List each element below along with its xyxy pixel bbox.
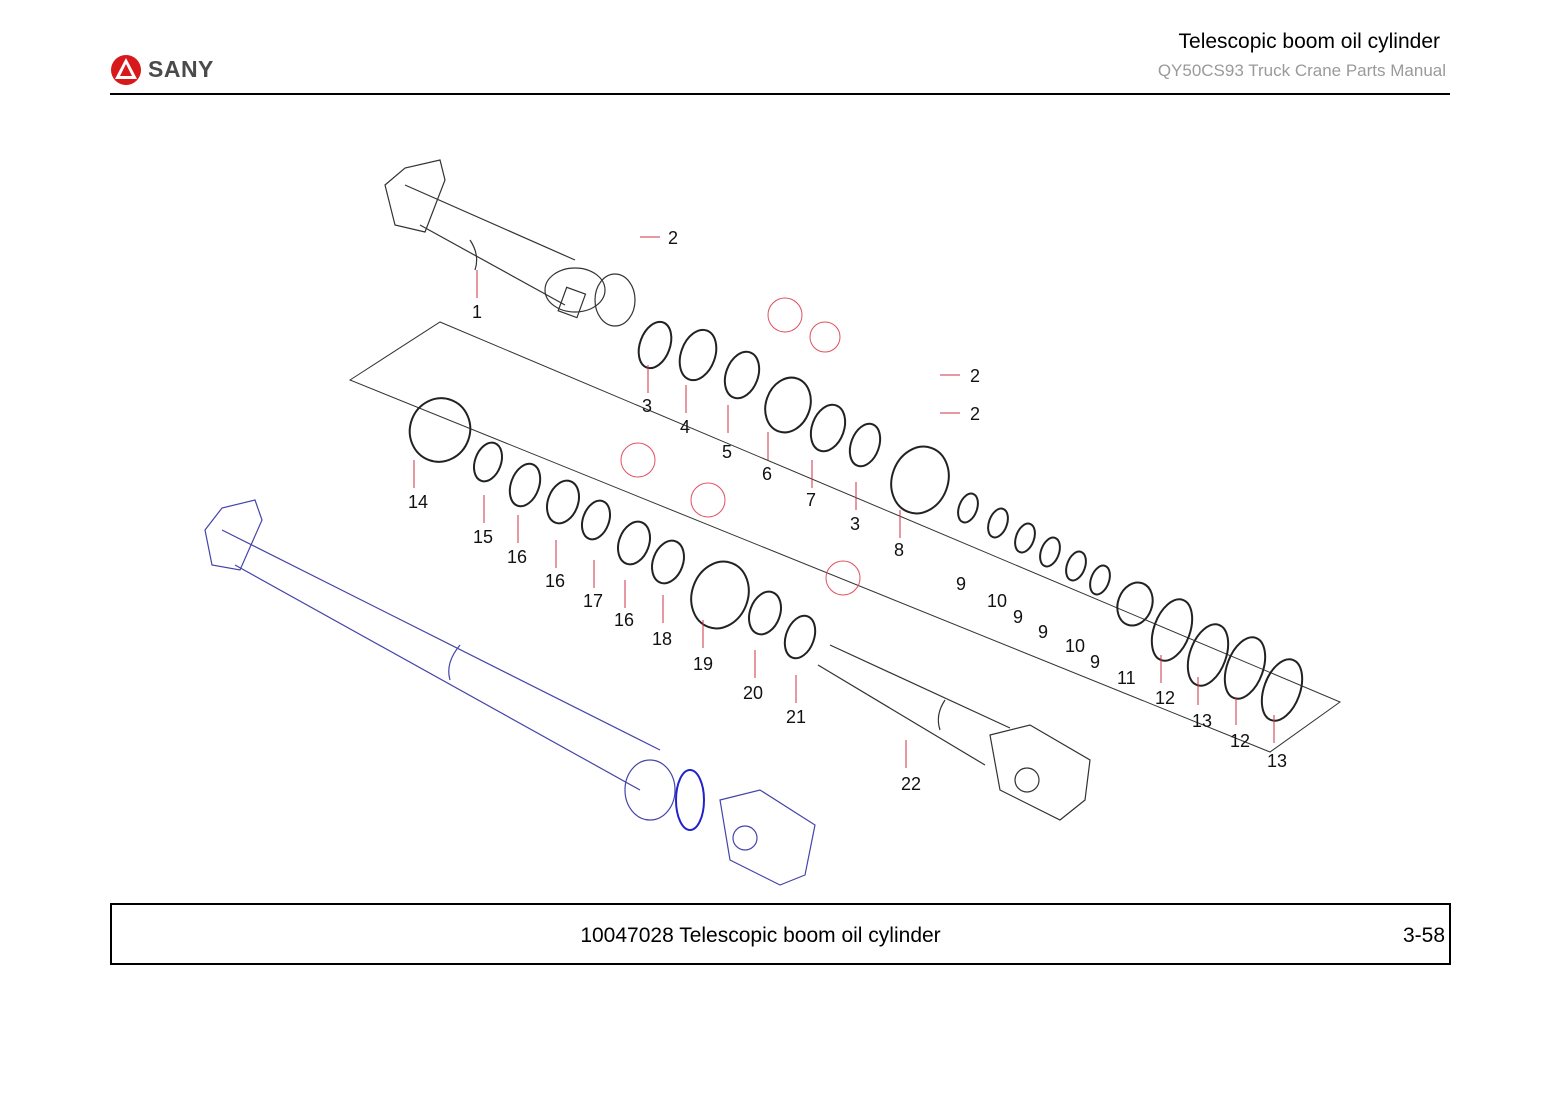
callout-13b: 13 — [1267, 751, 1287, 771]
callout-12a: 12 — [1155, 688, 1175, 708]
callout-12b: 12 — [1230, 731, 1250, 751]
callout-1: 1 — [472, 302, 482, 322]
page-subtitle: QY50CS93 Truck Crane Parts Manual — [1157, 61, 1446, 80]
callout-8: 8 — [894, 540, 904, 560]
page-number: 3-58 — [1402, 924, 1445, 947]
cylinder-barrel — [384, 159, 636, 327]
callout-16c: 16 — [614, 610, 634, 630]
callout-3a: 3 — [642, 396, 652, 416]
callout-2b: 2 — [970, 366, 980, 386]
callout-9a: 9 — [956, 574, 966, 594]
callout-4: 4 — [680, 417, 690, 437]
callout-10b: 10 — [1065, 636, 1085, 656]
callout-9b: 9 — [1013, 607, 1023, 627]
callout-2a: 2 — [668, 228, 678, 248]
callout-13a: 13 — [1192, 711, 1212, 731]
callout-9c: 9 — [1038, 622, 1048, 642]
piston-rod — [817, 644, 1091, 821]
part-callouts: 1 2 2 2 3 4 5 6 7 3 8 9 10 9 9 10 9 11 1… — [408, 228, 1287, 794]
callout-9d: 9 — [1090, 652, 1100, 672]
callout-22: 22 — [901, 774, 921, 794]
callout-11: 11 — [1117, 668, 1136, 688]
rings-upper — [637, 320, 1304, 722]
callout-10a: 10 — [987, 591, 1007, 611]
footer-caption: 10047028 Telescopic boom oil cylinder — [580, 924, 941, 947]
sany-logo — [111, 55, 141, 85]
page-title: Telescopic boom oil cylinder — [1178, 30, 1440, 53]
brand-name: SANY — [148, 56, 214, 82]
footer-caption-box: 10047028 Telescopic boom oil cylinder 3-… — [110, 903, 1451, 965]
callout-leaders — [413, 236, 1275, 768]
callout-21: 21 — [786, 707, 806, 727]
callout-16b: 16 — [545, 571, 565, 591]
callout-7: 7 — [806, 490, 816, 510]
assembled-cylinder — [204, 499, 816, 886]
seal-details — [620, 297, 861, 596]
callout-5: 5 — [722, 442, 732, 462]
callout-19: 19 — [693, 654, 713, 674]
callout-14: 14 — [408, 492, 428, 512]
callout-16a: 16 — [507, 547, 527, 567]
callout-3b: 3 — [850, 514, 860, 534]
rings-lower — [408, 397, 817, 660]
callout-17: 17 — [583, 591, 603, 611]
callout-18: 18 — [652, 629, 672, 649]
callout-20: 20 — [743, 683, 763, 703]
header-rule — [110, 93, 1450, 95]
rod-assembly-outline — [348, 321, 1342, 753]
callout-6: 6 — [762, 464, 772, 484]
callout-2c: 2 — [970, 404, 980, 424]
callout-15: 15 — [473, 527, 493, 547]
